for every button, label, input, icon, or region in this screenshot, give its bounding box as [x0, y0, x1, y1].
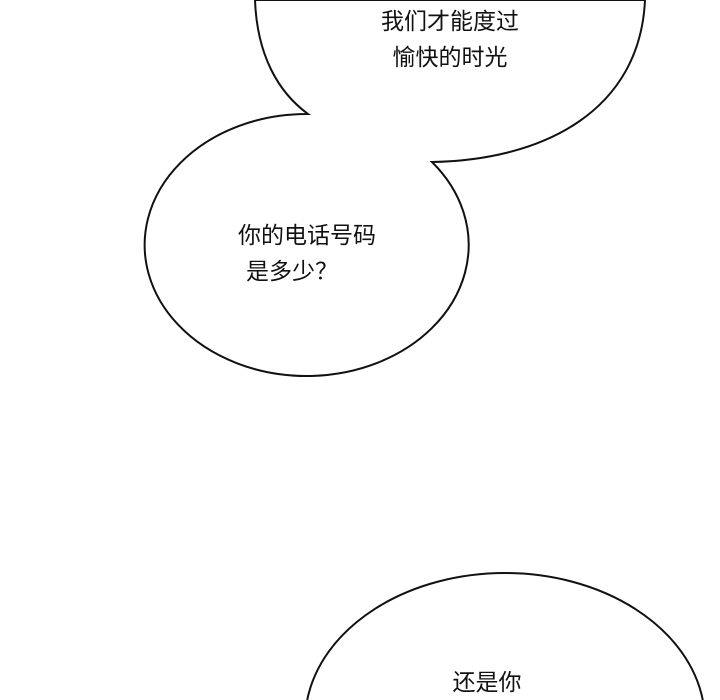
bubble-text-top: 我们才能度过 愉快的时光: [381, 4, 519, 76]
bubble-text-middle: 你的电话号码 是多少？: [238, 218, 376, 290]
bubble-line: 你的电话号码: [238, 223, 376, 249]
bubble-line: 我们才能度过: [381, 9, 519, 35]
bubble-line: 还是你: [452, 670, 522, 696]
bottom-speech-bubble: [306, 572, 704, 700]
bubble-line: 是多少？: [246, 259, 338, 285]
merged-speech-bubbles: [143, 0, 647, 377]
bubble-text-bottom: 还是你: [453, 668, 522, 698]
bubble-line: 愉快的时光: [392, 45, 508, 71]
